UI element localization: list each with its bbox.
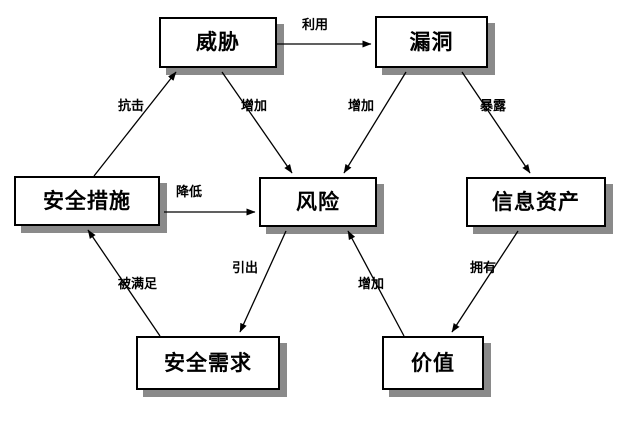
connector-group <box>87 40 531 337</box>
edge-label-asset-has-value: 拥有 <box>470 261 497 276</box>
node-value[interactable]: 价值 <box>382 336 484 390</box>
node-asset[interactable]: 信息资产 <box>466 177 606 227</box>
edge-label-threat-exploits-vulnerability: 利用 <box>302 18 329 33</box>
node-label-risk: 风险 <box>296 189 340 214</box>
connector-value-increases-risk <box>347 230 405 337</box>
node-risk[interactable]: 风险 <box>259 177 377 227</box>
edge-label-threat-increases-risk: 增加 <box>241 99 268 114</box>
edge-label-risk-derives-requirement: 引出 <box>232 261 259 276</box>
edge-label-safeguard-counters-threat: 抗击 <box>118 99 145 114</box>
edge-label-safeguard-reduces-risk: 降低 <box>176 185 203 200</box>
connector-asset-has-value <box>451 230 519 333</box>
node-label-safeguard: 安全措施 <box>43 188 131 213</box>
edge-label-vulnerability-increases-risk: 增加 <box>348 99 375 114</box>
connector-safeguard-counters-threat <box>93 71 177 177</box>
node-label-vulnerability: 漏洞 <box>409 29 454 54</box>
node-label-requirement: 安全需求 <box>164 350 252 375</box>
connector-threat-increases-risk <box>221 71 293 174</box>
edge-label-value-increases-risk: 增加 <box>358 277 385 292</box>
node-label-asset: 信息资产 <box>492 189 580 214</box>
node-requirement[interactable]: 安全需求 <box>136 336 280 390</box>
connector-vulnerability-exposes-asset <box>461 71 531 174</box>
node-vulnerability[interactable]: 漏洞 <box>375 16 488 68</box>
edge-label-vulnerability-exposes-asset: 暴露 <box>480 99 507 114</box>
node-label-threat: 威胁 <box>196 30 240 54</box>
edge-label-requirement-satisfies-safeguard: 被满足 <box>118 277 158 292</box>
connector-requirement-satisfies-safeguard <box>87 229 161 337</box>
connector-risk-derives-requirement <box>239 230 287 333</box>
connector-vulnerability-increases-risk <box>343 71 407 174</box>
node-safeguard[interactable]: 安全措施 <box>14 176 160 226</box>
node-label-value: 价值 <box>411 350 455 375</box>
node-threat[interactable]: 威胁 <box>159 17 277 68</box>
